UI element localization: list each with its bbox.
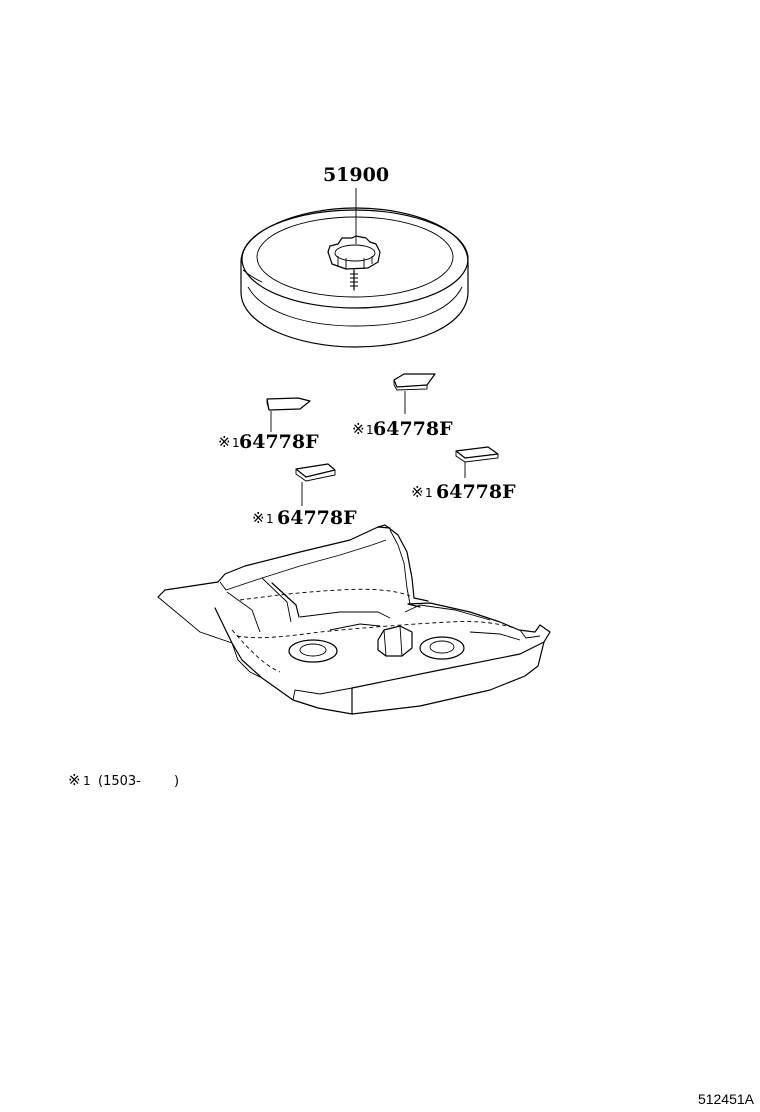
callout-spacer-3: ※ 1 64778F	[252, 507, 357, 529]
svg-text:※: ※	[252, 509, 265, 527]
spare-tire-drawing	[240, 188, 469, 348]
spacer-block-3	[295, 463, 336, 506]
spacer-block-4	[455, 446, 499, 478]
spacer-block-1	[266, 397, 311, 432]
footnote: ※ 1 (1503- )	[68, 771, 179, 789]
svg-text:1: 1	[266, 512, 274, 526]
floor-pan-drawing	[157, 524, 551, 715]
svg-text:※: ※	[68, 771, 81, 789]
callout-51900: 51900	[323, 164, 389, 186]
svg-text:64778F: 64778F	[373, 418, 453, 440]
svg-text:※: ※	[411, 483, 424, 501]
svg-text:1: 1	[425, 486, 433, 500]
svg-text:※: ※	[218, 433, 231, 451]
callout-spacer-4: ※ 1 64778F	[411, 481, 516, 503]
callout-spacer-1: ※ 1 64778F	[218, 431, 319, 453]
svg-text:): )	[174, 774, 179, 789]
svg-text:64778F: 64778F	[436, 481, 516, 503]
spacer-block-2	[393, 373, 436, 414]
svg-text:1: 1	[232, 436, 240, 450]
svg-text:64778F: 64778F	[239, 431, 319, 453]
svg-text:64778F: 64778F	[277, 507, 357, 529]
callout-spacer-2: ※ 1 64778F	[352, 418, 453, 440]
svg-text:※: ※	[352, 420, 365, 438]
svg-text:1: 1	[83, 774, 91, 788]
svg-text:(1503-: (1503-	[98, 774, 141, 789]
svg-text:1: 1	[366, 423, 374, 437]
figure-number: 512451A	[698, 1091, 755, 1107]
